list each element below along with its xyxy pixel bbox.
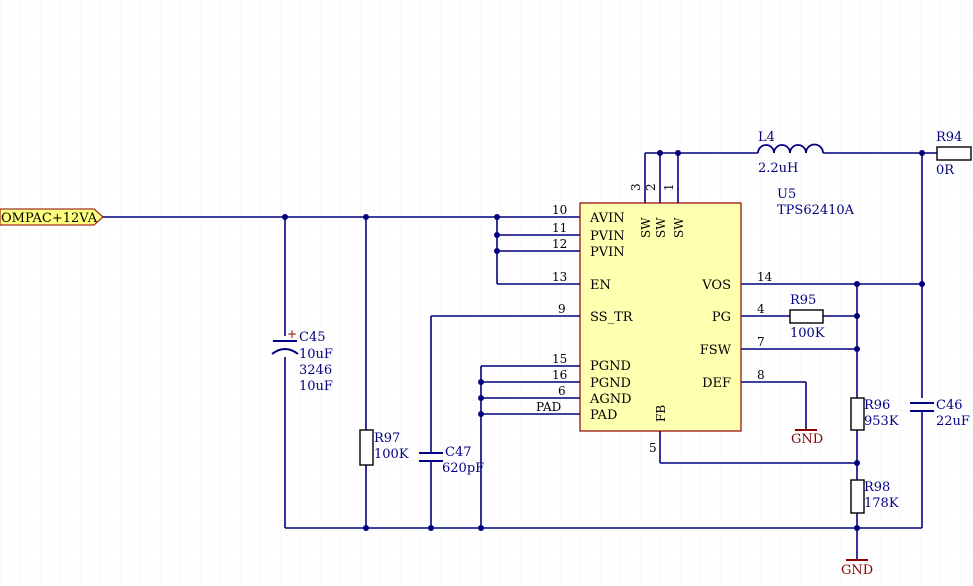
junctions bbox=[282, 150, 925, 531]
pin-num-5: 5 bbox=[649, 441, 657, 455]
pin-num-12: 12 bbox=[552, 237, 567, 251]
pin-num-11: 11 bbox=[552, 221, 567, 235]
r96-value: 953K bbox=[864, 414, 899, 429]
ic-part-number: TPS62410A bbox=[777, 203, 855, 218]
capacitor-c46[interactable]: C46 22uF bbox=[910, 398, 970, 429]
pin-name-pgnd-2: PGND bbox=[590, 376, 631, 391]
wires bbox=[103, 152, 937, 560]
r95-value: 100K bbox=[790, 326, 825, 341]
inductor-symbol bbox=[757, 143, 824, 154]
resistor-body bbox=[850, 479, 865, 514]
pin-name-pad: PAD bbox=[590, 408, 617, 423]
pin-num-16: 16 bbox=[552, 368, 567, 382]
r95-ref: R95 bbox=[790, 293, 816, 308]
pin-name-def: DEF bbox=[702, 376, 731, 391]
c47-value: 620pF bbox=[442, 461, 484, 476]
r94-ref: R94 bbox=[936, 130, 962, 145]
pin-name-sw-3: SW bbox=[639, 217, 653, 238]
inductor-l4[interactable]: L4 2.2uH bbox=[757, 130, 824, 176]
capacitor-c47[interactable]: C47 620pF bbox=[419, 445, 484, 476]
pin-name-fb: FB bbox=[654, 405, 668, 422]
capacitor-c45[interactable]: + C45 10uF 3246 10uF bbox=[271, 327, 333, 394]
pin-num-4: 4 bbox=[757, 302, 765, 316]
r98-value: 178K bbox=[864, 496, 899, 511]
resistor-r97[interactable]: R97 100K bbox=[359, 429, 409, 466]
net-port-label: OMPAC+12VA bbox=[1, 211, 98, 226]
c46-ref: C46 bbox=[936, 398, 963, 413]
resistor-body bbox=[936, 146, 972, 161]
ic-u5[interactable]: AVIN PVIN PVIN EN SS_TR PGND PGND AGND P… bbox=[579, 187, 855, 432]
resistor-body bbox=[850, 397, 865, 431]
cap-plate-curved bbox=[271, 348, 299, 355]
pin-name-ss-tr: SS_TR bbox=[590, 310, 634, 325]
pin-name-agnd: AGND bbox=[589, 392, 632, 407]
pin-name-sw-2: SW bbox=[654, 217, 668, 238]
resistor-r96[interactable]: R96 953K bbox=[850, 397, 899, 431]
pin-numbers: 10 11 12 13 9 15 16 6 PAD 14 4 7 8 3 2 1… bbox=[536, 183, 773, 455]
pin-name-en: EN bbox=[590, 278, 611, 293]
pin-name-sw-1: SW bbox=[672, 217, 686, 238]
r98-ref: R98 bbox=[864, 480, 890, 495]
pin-num-pad: PAD bbox=[536, 400, 561, 414]
gnd-label-2: GND bbox=[841, 563, 873, 578]
pin-num-8: 8 bbox=[757, 368, 765, 382]
pin-num-14: 14 bbox=[757, 270, 773, 284]
pin-num-9: 9 bbox=[558, 302, 566, 316]
c45-value2: 10uF bbox=[299, 379, 333, 394]
pin-num-6: 6 bbox=[558, 384, 566, 398]
net-port-12va[interactable]: OMPAC+12VA bbox=[0, 208, 104, 226]
ic-body bbox=[579, 202, 742, 432]
c45-value: 10uF bbox=[299, 347, 333, 362]
resistor-body bbox=[789, 309, 824, 324]
pin-num-10: 10 bbox=[552, 203, 567, 217]
pin-name-pvin-2: PVIN bbox=[590, 245, 625, 260]
c47-ref: C47 bbox=[445, 445, 472, 460]
c45-polarity: + bbox=[287, 327, 297, 341]
pin-num-2: 2 bbox=[644, 183, 658, 191]
resistor-r95[interactable]: R95 100K bbox=[789, 293, 825, 341]
l4-ref: L4 bbox=[758, 130, 775, 145]
r97-value: 100K bbox=[374, 447, 409, 462]
pin-name-fsw: FSW bbox=[700, 343, 732, 358]
pin-name-pvin-1: PVIN bbox=[590, 229, 625, 244]
r94-value: 0R bbox=[936, 163, 955, 178]
c46-value: 22uF bbox=[936, 414, 970, 429]
pin-num-7: 7 bbox=[757, 335, 765, 349]
resistor-r94[interactable]: R94 0R bbox=[936, 130, 972, 178]
ic-designator: U5 bbox=[777, 187, 796, 202]
resistor-body bbox=[359, 429, 374, 466]
l4-value: 2.2uH bbox=[758, 161, 798, 176]
pin-name-pg: PG bbox=[712, 310, 731, 325]
pin-num-15: 15 bbox=[552, 352, 567, 366]
pin-name-pgnd-1: PGND bbox=[590, 359, 631, 374]
pin-num-1: 1 bbox=[662, 183, 676, 191]
pin-name-avin: AVIN bbox=[589, 211, 625, 226]
pin-name-vos: VOS bbox=[701, 278, 731, 293]
resistor-r98[interactable]: R98 178K bbox=[850, 479, 899, 514]
c45-package: 3246 bbox=[299, 363, 332, 378]
r97-ref: R97 bbox=[374, 431, 400, 446]
pin-num-3: 3 bbox=[629, 183, 643, 191]
gnd-symbol-def[interactable]: GND bbox=[791, 429, 823, 447]
r96-ref: R96 bbox=[864, 398, 890, 413]
c45-ref: C45 bbox=[299, 330, 326, 345]
pin-num-13: 13 bbox=[552, 270, 567, 284]
gnd-label-1: GND bbox=[791, 432, 823, 447]
gnd-symbol-divider[interactable]: GND bbox=[841, 559, 873, 578]
